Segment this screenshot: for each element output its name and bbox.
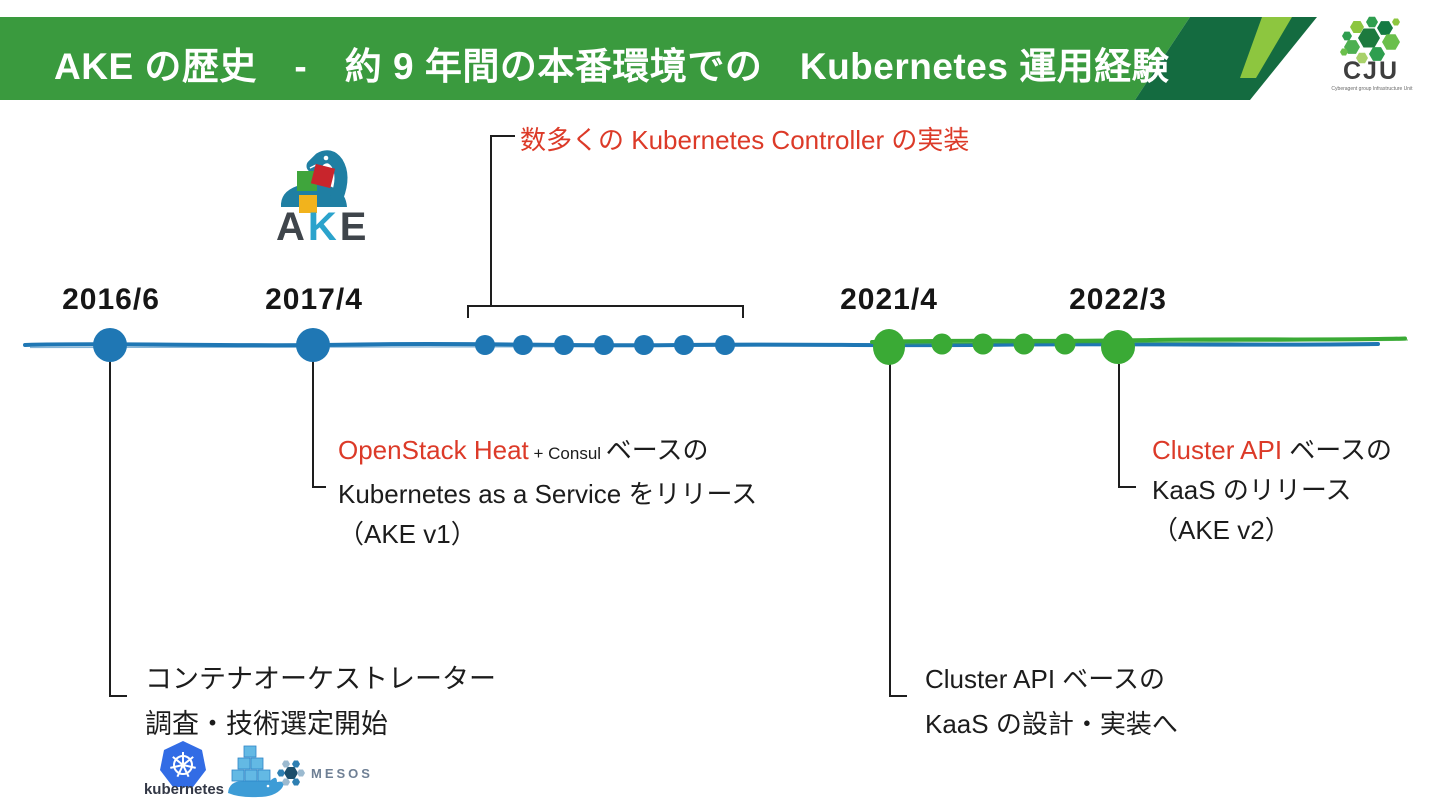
dot-2022-3 (1101, 330, 1135, 364)
note-ake-v1-line2: Kubernetes as a Service をリリース (338, 479, 758, 509)
dot-minor-green (931, 333, 953, 355)
slide-title: AKE の歴史 - 約 9 年間の本番環境での Kubernetes 運用経験 (54, 46, 1170, 87)
date-label-2021-4: 2021/4 (840, 283, 938, 316)
controllers-annotation: 数多くの Kubernetes Controller の実装 (520, 125, 970, 155)
kubernetes-logo-icon (160, 741, 206, 787)
dot-minor-blue (715, 335, 735, 355)
controller-bracket (467, 305, 744, 318)
connector-2016 (109, 361, 127, 697)
date-label-2017-4: 2017/4 (265, 283, 363, 316)
dot-minor-blue (634, 335, 654, 355)
note-ake-v1: OpenStack Heat + Consul ベースの Kubernetes … (338, 430, 757, 554)
connector-2021 (889, 364, 907, 697)
timeline-green-line-texture (879, 339, 1409, 346)
ake-logo-icon (280, 150, 348, 213)
connector-2017 (312, 361, 326, 488)
dot-2017-4 (296, 328, 330, 362)
header-banner-light-stripe (1240, 17, 1292, 78)
dot-2021-4 (873, 329, 905, 365)
date-label-2016-6: 2016/6 (62, 283, 160, 316)
note-ake-v1-consul: + Consul (528, 444, 606, 463)
dot-2016-6 (93, 328, 127, 362)
header-banner (0, 17, 1317, 100)
note-research-line1: コンテナオーケストレーター (145, 664, 496, 694)
docker-whale-eye (266, 784, 270, 788)
cju-logo-text: CJU (1342, 57, 1399, 85)
note-ake-v1-highlight: OpenStack Heat (338, 435, 529, 465)
dot-minor-blue (475, 335, 495, 355)
note-ake-v2-line3: （AKE v2） (1152, 515, 1291, 545)
note-ake-v2-highlight: Cluster API (1152, 435, 1290, 465)
dot-minor-green (1054, 333, 1076, 355)
dot-minor-blue (554, 335, 574, 355)
ake-green-block (297, 171, 317, 191)
docker-logo-icon (228, 745, 284, 798)
dot-minor-green (1013, 333, 1035, 355)
note-design-line1: Cluster API ベースの (925, 664, 1165, 694)
note-ake-v2-suffix: ベースの (1289, 435, 1392, 465)
cju-logo-tagline: Cyberagent group Infrastructure Unit (1331, 86, 1413, 92)
note-ake-v1-line1: OpenStack Heat + Consul ベースの (338, 430, 757, 474)
timeline-dots (93, 328, 1135, 365)
ake-letter-e: E (339, 205, 370, 249)
note-ake-v2-line2: KaaS のリリース (1152, 475, 1352, 505)
note-research: コンテナオーケストレーター 調査・技術選定開始 (145, 657, 496, 747)
ake-dino-mouth (309, 164, 317, 169)
dot-minor-green (972, 333, 994, 355)
ake-letter-k: K (307, 205, 340, 249)
dot-minor-blue (513, 335, 533, 355)
ake-dino-neck (306, 150, 348, 204)
note-ake-v1-suffix: ベースの (605, 435, 709, 465)
ake-red-block (310, 163, 336, 189)
note-research-line2: 調査・技術選定開始 (145, 709, 388, 739)
note-ake-v2-line1: Cluster API ベースの (1152, 430, 1392, 470)
note-ake-v2: Cluster API ベースの KaaS のリリース （AKE v2） (1152, 430, 1392, 550)
date-label-2022-3: 2022/3 (1069, 283, 1167, 316)
kubernetes-logo-text: kubernetes (143, 781, 225, 798)
ake-letter-a: A (276, 205, 308, 249)
note-design: Cluster API ベースの KaaS の設計・実装へ (925, 657, 1178, 747)
timeline-green-line (870, 336, 1407, 344)
connector-2022 (1118, 364, 1136, 488)
header-banner-main (0, 17, 1190, 100)
ake-dino-eye (323, 155, 329, 161)
annotation-connectors (109, 135, 1136, 697)
note-ake-v1-line3: （AKE v1） (338, 519, 477, 549)
dot-minor-blue (674, 335, 694, 355)
mesos-logo-text: MESOS (311, 766, 373, 781)
ake-logo-text: AKE (276, 205, 369, 250)
dot-minor-blue (594, 335, 614, 355)
controller-leader-line (490, 135, 515, 306)
ake-yellow-block (299, 195, 317, 213)
note-design-line2: KaaS の設計・実装へ (925, 709, 1178, 739)
